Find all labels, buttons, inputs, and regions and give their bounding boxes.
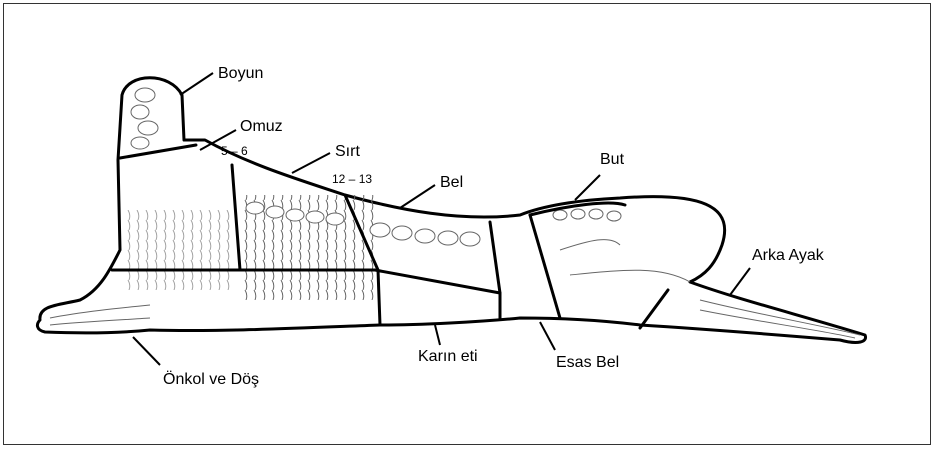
label-omuz: Omuz (240, 119, 283, 135)
label-bel: Bel (440, 175, 463, 191)
label-esas-bel: Esas Bel (556, 355, 619, 371)
label-arka-ayak: Arka Ayak (752, 248, 824, 264)
shoulder-bones (125, 210, 230, 290)
label-rib-12-13: 12 – 13 (332, 173, 372, 185)
label-boyun: Boyun (218, 66, 263, 82)
label-sirt: Sırt (335, 144, 360, 160)
label-but: But (600, 152, 624, 168)
label-rib-5-6: 5 – 6 (221, 145, 248, 157)
label-onkol-ve-dos: Önkol ve Döş (163, 372, 259, 388)
label-karin-eti: Karın eti (418, 349, 478, 365)
